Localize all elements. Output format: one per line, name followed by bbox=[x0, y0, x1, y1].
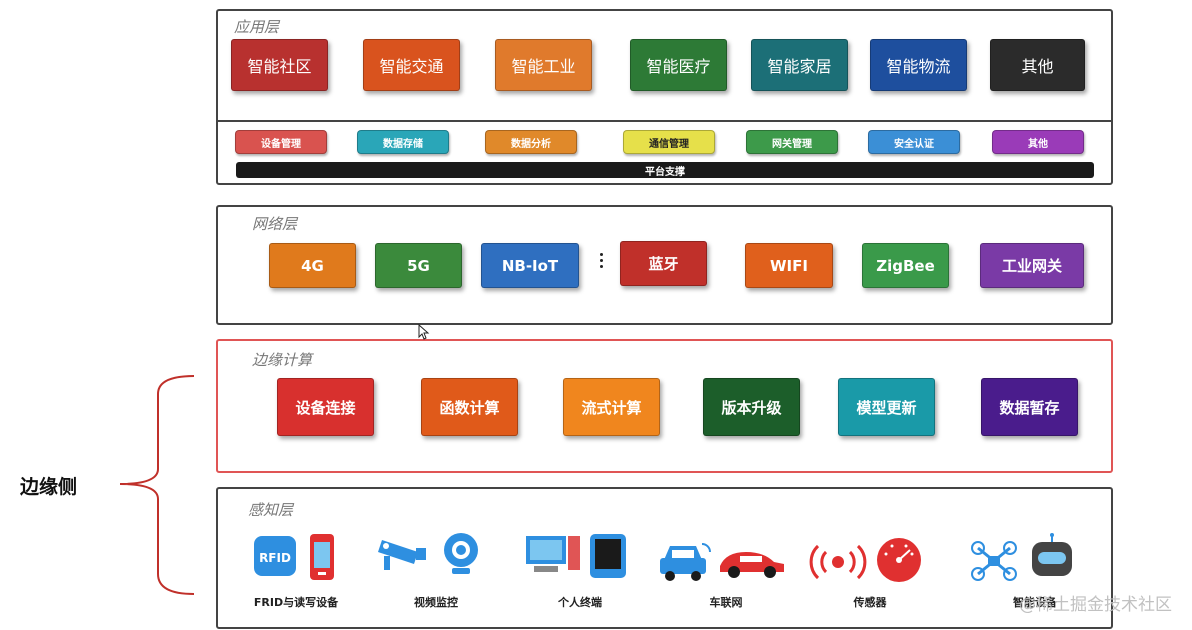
network-tile-4: 蓝牙 bbox=[620, 241, 707, 286]
perception-label-1: FRID与读写设备 bbox=[253, 596, 339, 609]
application-layer bbox=[216, 9, 1113, 185]
app-tile-7: 其他 bbox=[990, 39, 1085, 91]
network-tile-7: 工业网关 bbox=[980, 243, 1084, 288]
service-tile-3: 数据分析 bbox=[485, 130, 577, 154]
layer-divider bbox=[216, 120, 1113, 122]
app-tile-1: 智能社区 bbox=[231, 39, 328, 91]
edge-tile-6: 数据暂存 bbox=[981, 378, 1078, 436]
edge-layer-title: 边缘计算 bbox=[252, 351, 313, 369]
robot-icon bbox=[1032, 533, 1072, 576]
network-tile-5: WIFI bbox=[745, 243, 833, 288]
network-tile-3: NB-IoT bbox=[481, 243, 579, 288]
edge-tile-3: 流式计算 bbox=[563, 378, 660, 436]
drone-icon bbox=[971, 541, 1017, 581]
ellipsis-dots bbox=[600, 253, 603, 271]
watermark: @稀土掘金技术社区 bbox=[1019, 595, 1172, 615]
service-tile-4: 通信管理 bbox=[623, 130, 715, 154]
network-layer-title: 网络层 bbox=[252, 215, 298, 233]
rfid-icon: RFID bbox=[254, 536, 296, 576]
platform-support-bar: 平台支撑 bbox=[236, 162, 1094, 178]
signal-sensor-icon bbox=[809, 544, 867, 580]
service-tile-7: 其他 bbox=[992, 130, 1084, 154]
app-tile-4: 智能医疗 bbox=[630, 39, 727, 91]
tablet-icon bbox=[590, 534, 626, 578]
app-tile-2: 智能交通 bbox=[363, 39, 460, 91]
connected-car-icon bbox=[660, 543, 711, 581]
gauge-icon bbox=[877, 538, 921, 582]
perception-label-3: 个人终端 bbox=[558, 596, 602, 609]
app-tile-3: 智能工业 bbox=[495, 39, 592, 91]
edge-side-bracket bbox=[119, 375, 195, 595]
webcam-icon bbox=[444, 533, 478, 574]
edge-tile-4: 版本升级 bbox=[703, 378, 800, 436]
service-tile-2: 数据存储 bbox=[357, 130, 449, 154]
perception-label-5: 传感器 bbox=[853, 596, 887, 609]
network-tile-2: 5G bbox=[375, 243, 462, 288]
app-tile-6: 智能物流 bbox=[870, 39, 967, 91]
service-tile-6: 安全认证 bbox=[868, 130, 960, 154]
edge-tile-5: 模型更新 bbox=[838, 378, 935, 436]
network-tile-1: 4G bbox=[269, 243, 356, 288]
cctv-camera-icon bbox=[378, 540, 426, 570]
mobile-reader-icon bbox=[310, 534, 334, 580]
service-tile-1: 设备管理 bbox=[235, 130, 327, 154]
rfid-icon-text: RFID bbox=[259, 551, 291, 565]
application-layer-title: 应用层 bbox=[234, 18, 280, 36]
mouse-cursor-icon bbox=[418, 324, 430, 340]
desktop-computer-icon bbox=[526, 536, 580, 572]
perception-label-4: 车联网 bbox=[709, 596, 743, 609]
perception-label-2: 视频监控 bbox=[414, 596, 458, 609]
sedan-car-icon bbox=[720, 552, 784, 578]
perception-label-6: 智能设备 bbox=[1013, 596, 1057, 609]
edge-tile-1: 设备连接 bbox=[277, 378, 374, 436]
edge-tile-2: 函数计算 bbox=[421, 378, 518, 436]
edge-side-label: 边缘侧 bbox=[20, 476, 78, 498]
perception-layer-title: 感知层 bbox=[248, 501, 294, 519]
app-tile-5: 智能家居 bbox=[751, 39, 848, 91]
network-tile-6: ZigBee bbox=[862, 243, 949, 288]
service-tile-5: 网关管理 bbox=[746, 130, 838, 154]
